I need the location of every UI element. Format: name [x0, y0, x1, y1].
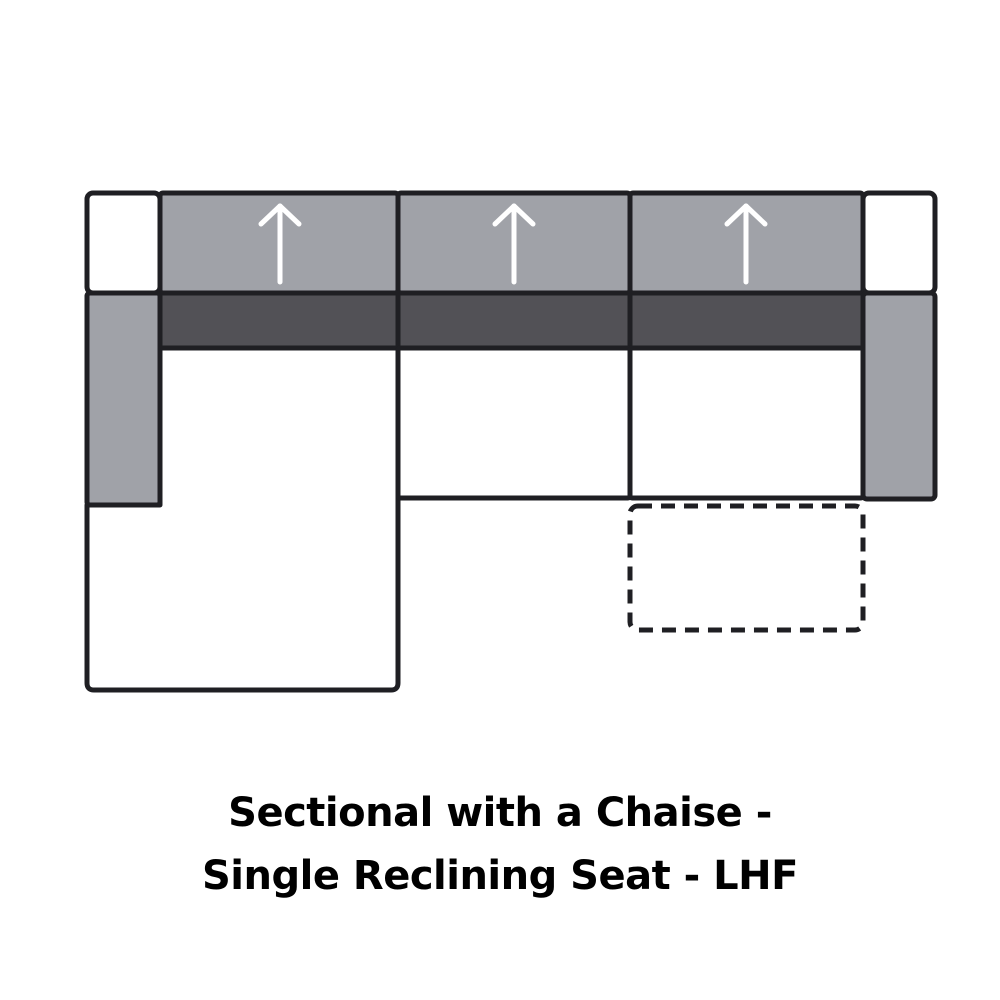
- footrest-extended: [627, 503, 866, 633]
- chaise-seat: [84, 345, 401, 693]
- left-arm-corner: [84, 190, 163, 296]
- sectional-diagram: [84, 190, 938, 693]
- recline-band-2: [395, 290, 633, 351]
- right-arm-corner: [860, 190, 938, 296]
- left-arm: [84, 290, 163, 508]
- arrow-up-icon: [258, 203, 302, 285]
- arrow-up-icon: [724, 203, 768, 285]
- caption-line-2: Single Reclining Seat - LHF: [202, 853, 798, 899]
- reclining-seat: [627, 345, 866, 501]
- right-arm: [860, 290, 938, 502]
- caption-line-1: Sectional with a Chaise -: [228, 790, 772, 836]
- arrow-up-icon: [492, 203, 536, 285]
- product-caption: Sectional with a Chaise - Single Reclini…: [0, 782, 1000, 908]
- middle-seat: [395, 345, 633, 501]
- recline-band-3: [627, 290, 866, 351]
- recline-band-1: [157, 290, 401, 351]
